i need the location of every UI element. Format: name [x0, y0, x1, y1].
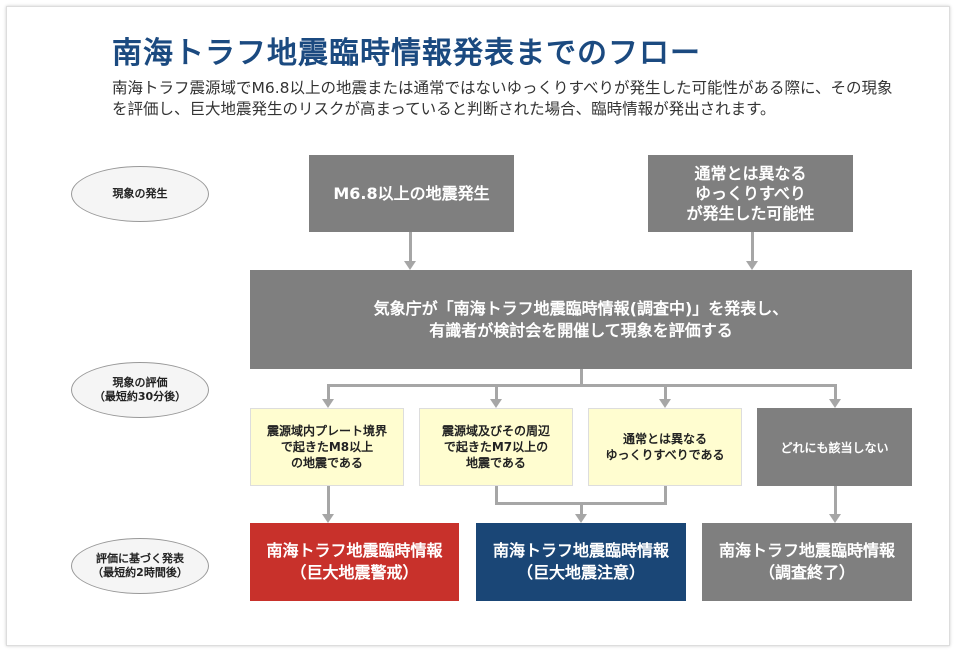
box-text: が発生した可能性 — [686, 203, 815, 223]
connector — [580, 369, 583, 387]
stage-sublabel: （最短約30分後） — [93, 390, 187, 403]
stage-occurrence: 現象の発生 — [71, 166, 209, 222]
trigger-earthquake: M6.8以上の地震発生 — [309, 155, 514, 232]
page-frame — [6, 6, 950, 646]
stage-label: 現象の評価 — [112, 376, 168, 389]
box-text: （巨大地震警戒） — [290, 563, 419, 582]
arrow-down-icon — [829, 399, 841, 408]
box-text: （巨大地震注意） — [516, 563, 645, 582]
connector — [664, 384, 667, 400]
arrow-down-icon — [490, 399, 502, 408]
box-text: で起きたM8以上 — [280, 440, 374, 454]
stage-sublabel: （最短約2時間後） — [92, 566, 188, 579]
stage-evaluation: 現象の評価（最短約30分後） — [71, 362, 209, 418]
connector — [327, 384, 837, 387]
evaluation-box: 気象庁が「南海トラフ地震臨時情報(調査中)」を発表し、有識者が検討会を開催して現… — [250, 270, 912, 369]
connector — [327, 486, 330, 515]
outcome-advisory: 南海トラフ地震臨時情報 （巨大地震注意） — [476, 523, 686, 601]
box-text: 地震である — [466, 456, 526, 470]
box-text: 気象庁が「南海トラフ地震臨時情報(調査中)」を発表し、 — [373, 298, 789, 318]
stage-label: 評価に基づく発表 — [96, 552, 184, 565]
arrow-down-icon — [659, 399, 671, 408]
connector — [495, 384, 498, 400]
page-title: 南海トラフ地震臨時情報発表までのフロー — [112, 36, 701, 71]
condition-slow-slip: 通常とは異なるゆっくりすべりである — [588, 408, 742, 486]
box-text: ゆっくりすべりである — [605, 448, 725, 462]
box-text: 南海トラフ地震臨時情報 — [492, 541, 669, 560]
box-text: 震源域内プレート境界 — [266, 424, 387, 438]
outcome-warning: 南海トラフ地震臨時情報 （巨大地震警戒） — [250, 523, 459, 601]
arrow-down-icon — [322, 514, 334, 523]
trigger-slow-slip: 通常とは異なるゆっくりすべりが発生した可能性 — [648, 155, 853, 232]
connector — [751, 232, 754, 262]
box-text: の地震である — [291, 456, 363, 470]
stage-label: 現象の発生 — [112, 187, 168, 200]
arrow-down-icon — [322, 399, 334, 408]
arrow-down-icon — [575, 514, 587, 523]
connector — [834, 384, 837, 400]
connector — [664, 486, 667, 504]
outcome-investigation-ended: 南海トラフ地震臨時情報 （調査終了） — [702, 523, 912, 601]
box-text: 震源域及びその周辺 — [441, 424, 550, 438]
box-text: 南海トラフ地震臨時情報 — [266, 541, 443, 560]
stage-announcement: 評価に基づく発表（最短約2時間後） — [71, 538, 209, 594]
box-text: 有識者が検討会を開催して現象を評価する — [429, 320, 733, 340]
arrow-down-icon — [746, 261, 758, 270]
description: 南海トラフ震源域でM6.8以上の地震または通常ではないゆっくりすべりが発生した可… — [112, 79, 893, 118]
condition-m8: 震源域内プレート境界で起きたM8以上の地震である — [250, 408, 404, 486]
condition-none: どれにも該当しない — [757, 408, 912, 486]
arrow-down-icon — [829, 514, 841, 523]
box-text: ゆっくりすべり — [695, 183, 806, 203]
box-text: で起きたM7以上の — [443, 440, 549, 454]
connector — [409, 232, 412, 262]
box-text: 南海トラフ地震臨時情報 — [718, 541, 895, 560]
connector — [495, 486, 498, 504]
box-text: 通常とは異なる — [694, 163, 807, 183]
connector — [580, 502, 583, 515]
box-text: どれにも該当しない — [780, 440, 889, 455]
condition-m7: 震源域及びその周辺で起きたM7以上の地震である — [419, 408, 573, 486]
box-text: （調査終了） — [758, 563, 855, 582]
arrow-down-icon — [404, 261, 416, 270]
connector — [834, 486, 837, 515]
box-text: M6.8以上の地震発生 — [333, 183, 490, 203]
connector — [327, 384, 330, 400]
box-text: 通常とは異なる — [622, 432, 707, 446]
